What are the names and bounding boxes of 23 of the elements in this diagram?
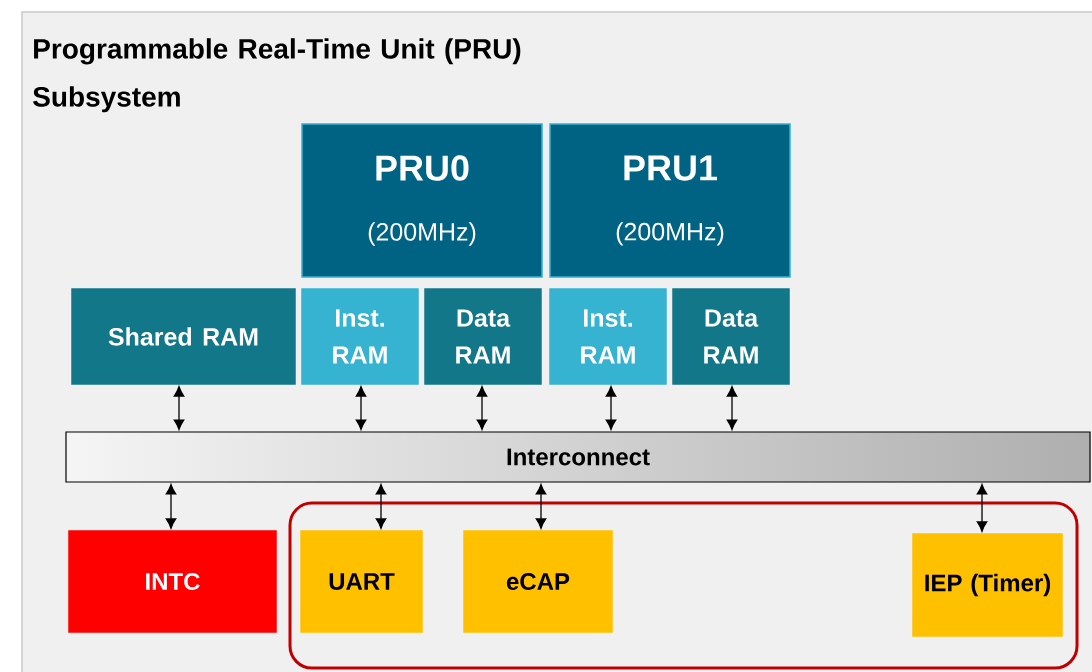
arrow — [726, 386, 738, 430]
memory-box: Data RAM — [424, 288, 542, 385]
arrow — [173, 386, 185, 430]
interconnect-bar: Interconnect — [65, 431, 1091, 483]
memory-box: Inst. RAM — [549, 288, 667, 385]
arrow — [355, 386, 367, 430]
title: Programmable Real-Time Unit (PRU) Subsystem — [33, 38, 521, 113]
arrow — [165, 484, 177, 529]
memory-box: Inst. RAM — [301, 288, 419, 385]
peripheral-box: eCAP — [463, 530, 613, 633]
peripheral-box: UART — [300, 530, 423, 633]
arrow — [976, 484, 988, 532]
arrow — [535, 484, 547, 529]
arrow — [605, 386, 617, 430]
peripheral-box: INTC — [68, 530, 277, 633]
memory-box: Shared RAM — [71, 288, 296, 385]
processor-box: PRU1 (200MHz) — [549, 123, 791, 278]
peripheral-box: IEP (Timer) — [912, 533, 1063, 637]
arrow — [375, 484, 387, 529]
arrow — [476, 386, 488, 430]
memory-box: Data RAM — [672, 288, 790, 385]
group-outline — [288, 501, 1079, 670]
processor-box: PRU0 (200MHz) — [301, 123, 543, 278]
